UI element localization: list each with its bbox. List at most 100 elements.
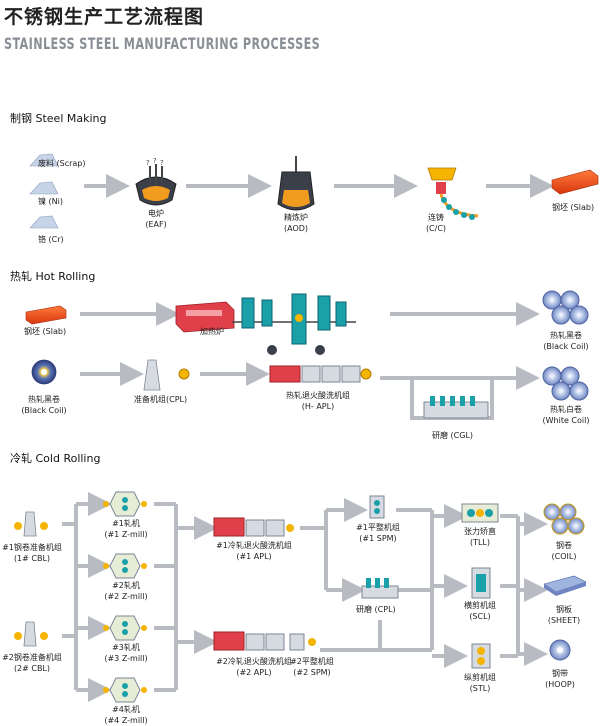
title-en: STAINLESS STEEL MANUFACTURING PROCESSES (4, 34, 321, 53)
section-cold-rolling: 冷轧 Cold Rolling (10, 452, 101, 465)
zmill1-icon (103, 491, 147, 517)
apl1-label-en: (#1 APL) (236, 552, 272, 561)
cbl1-icon (14, 511, 48, 537)
slab-out-icon (551, 169, 599, 195)
h-apl-icon (269, 365, 372, 383)
sheet-label-cn: 钢板 (556, 605, 572, 614)
svg-text:?: ? (160, 159, 164, 167)
furnace-label: 加热炉 (200, 327, 224, 336)
white-coil-label-en: (White Coil) (542, 416, 590, 425)
black-coil-out-label-en: (Black Coil) (543, 342, 589, 351)
zmill4-icon (103, 677, 147, 703)
svg-text:?: ? (146, 159, 150, 167)
product-sheet-icon (543, 575, 587, 596)
title-cn: 不锈钢生产工艺流程图 (4, 6, 205, 28)
slab-in-icon (25, 305, 67, 325)
sheet-label-en: (SHEET) (547, 616, 581, 625)
tll-label-en: (TLL) (469, 538, 491, 547)
zmill3-icon (103, 615, 147, 641)
zmill1-label-cn: #1轧机 (112, 519, 140, 528)
zmill2-label-en: (#2 Z-mill) (104, 592, 148, 601)
section-steel-making: 制钢 Steel Making (10, 112, 107, 125)
hot-cpl-icon (143, 359, 190, 391)
cr-pile-icon (29, 215, 59, 229)
apl2-label-en: (#2 APL) (236, 668, 272, 677)
cbl2-icon (14, 621, 48, 647)
svg-text:?: ? (153, 157, 157, 165)
scrap-pile-icon (29, 153, 59, 167)
black-coil-out-icon (542, 290, 589, 325)
eaf-furnace-icon: ??? (135, 157, 177, 206)
spm1-icon (369, 495, 385, 519)
zmill2-icon (103, 553, 147, 579)
ni-pile-icon (29, 181, 59, 195)
cr-label: 铬 (Cr) (38, 235, 64, 244)
hot-rolling-graphics (25, 290, 589, 420)
white-coil-label-cn: 热轧白卷 (550, 405, 582, 414)
aod-converter-icon (277, 156, 315, 211)
stl-label-cn: 纵剪机组 (464, 673, 496, 682)
cc-label-en: (C/C) (425, 224, 447, 233)
cc-label-cn: 连铸 (428, 213, 444, 222)
cbl2-label-en: (2# CBL) (13, 664, 51, 673)
cgl-grinding-icon (423, 396, 489, 419)
product-coil-icon (543, 503, 585, 535)
spm2-label-cn: #2平整机组 (290, 657, 334, 666)
black-coil-in-label-en: (Black Coil) (21, 406, 67, 415)
white-coil-out-icon (542, 366, 589, 401)
zmill4-label-en: (#4 Z-mill) (104, 716, 148, 725)
spm2-label-en: (#2 SPM) (293, 668, 331, 677)
hot-strip-mill-icon (232, 293, 356, 355)
eaf-label-en: (EAF) (145, 220, 167, 229)
hoop-label-en: (HOOP) (545, 680, 575, 689)
zmill4-label-cn: #4轧机 (112, 705, 140, 714)
slab-out-label: 钢坯 (Slab) (552, 203, 595, 212)
scl-icon (471, 567, 491, 599)
cgl-label: 研磨 (CGL) (432, 431, 474, 440)
spm1-label-cn: #1平整机组 (356, 523, 400, 532)
apl2-label-cn: #2冷轧退火酸洗机组 (216, 657, 292, 666)
tll-label-cn: 张力矫直 (464, 527, 496, 536)
scl-label-cn: 横剪机组 (464, 601, 496, 610)
eaf-label-cn: 电炉 (148, 209, 164, 218)
zmill3-label-cn: #3轧机 (112, 643, 140, 652)
apl2-icon (213, 631, 316, 651)
slab-in-label: 钢坯 (Slab) (24, 327, 67, 336)
zmill1-label-en: (#1 Z-mill) (104, 530, 148, 539)
coil-label-cn: 钢卷 (556, 541, 572, 550)
stl-label-en: (STL) (469, 684, 491, 693)
aod-label-cn: 精炼炉 (284, 213, 308, 222)
black-coil-in-icon (31, 359, 57, 385)
hoop-label-cn: 钢带 (552, 669, 568, 678)
stl-icon (471, 643, 491, 669)
section-hot-rolling: 热轧 Hot Rolling (10, 270, 96, 283)
zmill3-label-en: (#3 Z-mill) (104, 654, 148, 663)
cbl1-label-en: (1# CBL) (13, 554, 51, 563)
cbl1-label-cn: #1钢卷准备机组 (2, 543, 62, 552)
apl1-icon (213, 517, 294, 537)
scrap-label: 废料 (Scrap) (38, 159, 86, 168)
tll-icon (461, 503, 499, 523)
spm1-label-en: (#1 SPM) (359, 534, 397, 543)
cold-cpl-icon (361, 578, 399, 599)
cold-cpl-label: 研磨 (CPL) (356, 605, 396, 614)
cold-rolling-graphics (62, 492, 548, 702)
product-hoop-icon (549, 639, 571, 661)
zmill2-label-cn: #2轧机 (112, 581, 140, 590)
continuous-caster-icon (427, 167, 479, 220)
apl1-label-cn: #1冷轧退火酸洗机组 (216, 541, 292, 550)
scl-label-en: (SCL) (469, 612, 491, 621)
h-apl-label-cn: 热轧退火酸洗机组 (286, 391, 350, 400)
aod-label-en: (AOD) (283, 224, 309, 233)
black-coil-in-label-cn: 热轧黑卷 (28, 395, 60, 404)
steel-making-graphics: ??? (29, 153, 599, 229)
cbl2-label-cn: #2钢卷准备机组 (2, 653, 62, 662)
coil-label-en: (COIL) (551, 552, 577, 561)
reheating-furnace-icon (175, 301, 235, 333)
h-apl-label-en: (H- APL) (301, 402, 335, 411)
ni-label: 镍 (Ni) (38, 197, 63, 206)
cold-rolling-machines (14, 491, 587, 703)
black-coil-out-label-cn: 热轧黑卷 (550, 331, 582, 340)
hot-cpl-label: 准备机组(CPL) (134, 395, 188, 404)
